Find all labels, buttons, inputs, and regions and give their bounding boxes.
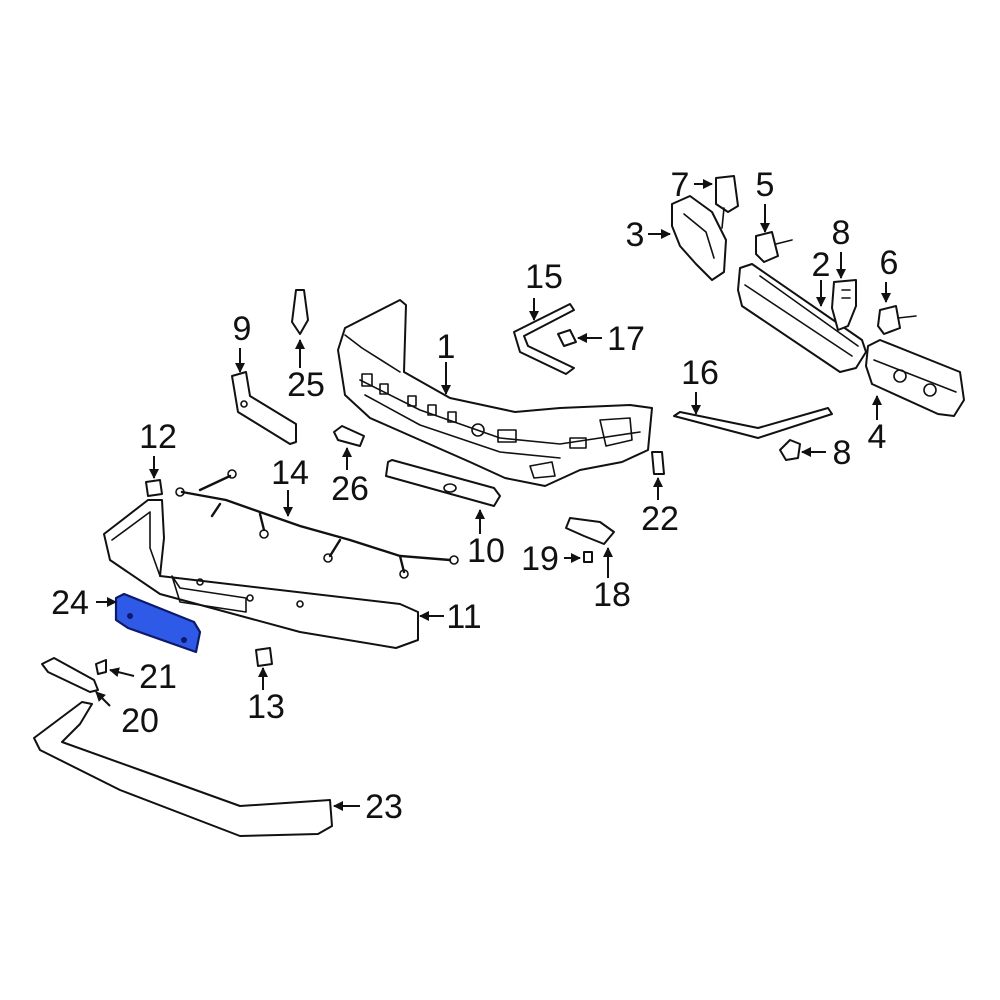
callout-24: 24 <box>51 584 89 622</box>
callout-14: 14 <box>271 454 309 492</box>
callout-5: 5 <box>756 166 775 204</box>
callout-23: 23 <box>365 788 403 826</box>
clip-part-13[interactable] <box>255 647 273 667</box>
bracket-left-part[interactable] <box>671 195 727 281</box>
bracket-part-22[interactable] <box>651 451 665 475</box>
nut-part-8-lower[interactable] <box>779 439 801 461</box>
spoiler-part-23[interactable] <box>33 701 333 837</box>
callout-11: 11 <box>446 598 481 636</box>
callout-8-lower: 8 <box>833 434 852 472</box>
callout-22: 22 <box>641 500 679 538</box>
clip-part-17[interactable] <box>557 329 577 347</box>
clip-part-12[interactable] <box>145 479 163 497</box>
sensor-part-25[interactable] <box>291 289 309 335</box>
callout-6: 6 <box>880 244 899 282</box>
callout-13: 13 <box>247 688 285 726</box>
trim-part-10[interactable] <box>385 459 501 507</box>
leader-arrows <box>95 179 891 811</box>
callout-10: 10 <box>467 532 505 570</box>
clip-part-26[interactable] <box>333 425 365 447</box>
callout-labels: 1 2 3 4 5 6 7 8 8 9 10 11 12 13 14 15 16… <box>51 166 898 826</box>
callout-12: 12 <box>139 418 177 456</box>
retainer-part-7[interactable] <box>715 175 739 229</box>
bolt-part-19[interactable] <box>583 551 593 563</box>
callout-9: 9 <box>233 310 252 348</box>
bracket-part-5[interactable] <box>755 231 793 263</box>
license-plate-bracket-part[interactable] <box>114 592 202 654</box>
callout-19: 19 <box>521 540 559 578</box>
callout-16: 16 <box>681 354 719 392</box>
callout-4: 4 <box>868 418 887 456</box>
moulding-part-15[interactable] <box>513 303 575 375</box>
trim-part-16[interactable] <box>673 407 833 439</box>
bracket-part-8-upper[interactable] <box>831 279 857 331</box>
callout-26: 26 <box>331 470 369 508</box>
callout-8-upper: 8 <box>832 214 851 252</box>
callout-2: 2 <box>812 246 831 284</box>
wiring-harness-part[interactable] <box>175 469 459 579</box>
callout-17: 17 <box>607 320 645 358</box>
callout-25: 25 <box>287 366 325 404</box>
bumper-cover-part[interactable] <box>337 299 653 487</box>
bumper-lower-part[interactable] <box>103 499 419 649</box>
callout-1: 1 <box>437 328 456 366</box>
callout-7: 7 <box>671 166 690 204</box>
callout-3: 3 <box>626 216 645 254</box>
bracket-part-18[interactable] <box>565 517 615 545</box>
screw-part-21[interactable] <box>95 659 107 675</box>
cover-part-20[interactable] <box>41 657 99 693</box>
callout-20: 20 <box>121 702 159 740</box>
impact-bar-part[interactable] <box>737 263 867 373</box>
callout-21: 21 <box>139 658 177 696</box>
callout-18: 18 <box>593 576 631 614</box>
clip-part-6[interactable] <box>877 305 917 335</box>
energy-absorber-part[interactable] <box>865 339 965 417</box>
bracket-part-9[interactable] <box>231 371 297 445</box>
callout-15: 15 <box>525 258 563 296</box>
